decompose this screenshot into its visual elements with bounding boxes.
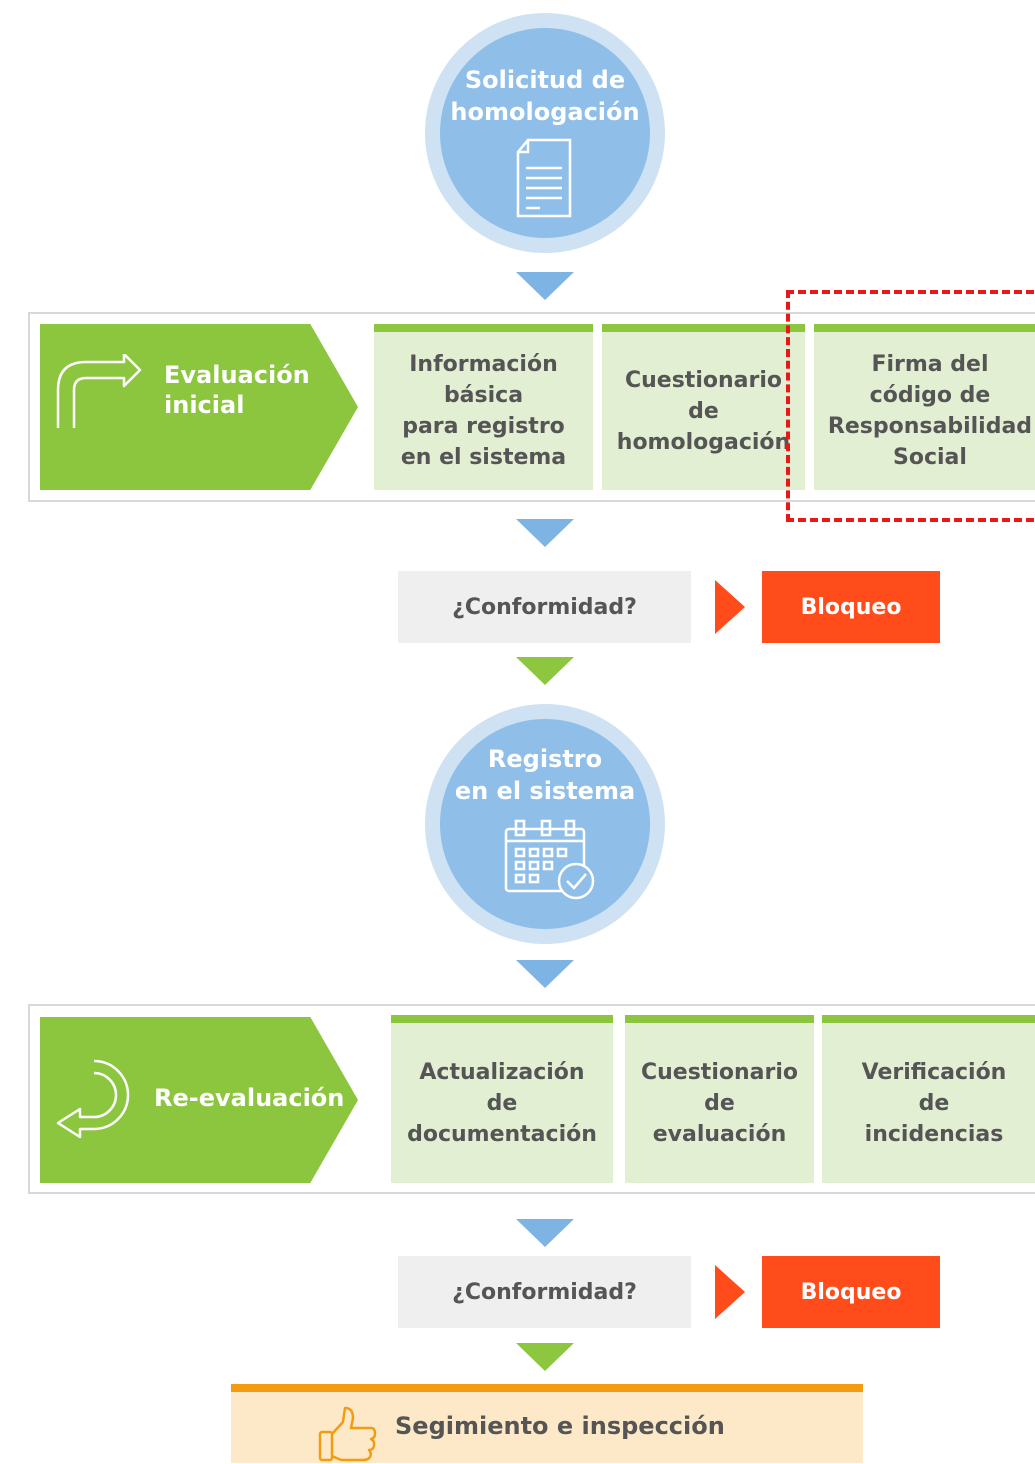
calendar-check-icon — [504, 819, 595, 900]
flow-arrow-2 — [516, 519, 574, 547]
turn-right-arrow-icon — [56, 354, 142, 428]
follow-up-label: Segimiento e inspección — [395, 1412, 725, 1440]
step-documentation-update: Actualización de documentación — [391, 1015, 613, 1183]
follow-up-box: Segimiento e inspección — [231, 1384, 863, 1463]
step-social-responsibility-code: Firma del código de Responsabilidad Soci… — [814, 324, 1035, 490]
flow-arrow-3 — [516, 657, 574, 685]
highlight-box — [786, 290, 1035, 522]
document-icon — [516, 138, 572, 218]
request-title: Solicitud de homologación — [450, 66, 640, 126]
request-node: Solicitud de homologación — [440, 28, 650, 238]
conformity-question-1: ¿Conformidad? — [398, 571, 691, 643]
thumbs-up-icon — [318, 1406, 377, 1462]
flow-arrow-1 — [516, 272, 574, 300]
block-arrow-2 — [715, 1265, 745, 1319]
block-arrow-1 — [715, 580, 745, 634]
step-basic-info: Información básica para registro en el s… — [374, 324, 593, 490]
flow-arrow-5 — [516, 1219, 574, 1247]
reevaluation-chevron: Re-evaluación — [40, 1017, 358, 1183]
registration-title: Registro en el sistema — [454, 745, 636, 805]
flow-arrow-6 — [516, 1343, 574, 1371]
step-evaluation-questionnaire: Cuestionario de evaluación — [625, 1015, 814, 1183]
step-incident-verification: Verificación de incidencias — [822, 1015, 1035, 1183]
reevaluation-label: Re-evaluación — [154, 1084, 345, 1112]
conformity-question-2: ¿Conformidad? — [398, 1256, 691, 1328]
initial-evaluation-chevron: Evaluación inicial — [40, 324, 358, 490]
initial-evaluation-label: Evaluación inicial — [164, 361, 310, 419]
step-homologation-questionnaire: Cuestionario de homologación — [602, 324, 805, 490]
registration-node: Registro en el sistema — [440, 719, 650, 929]
flow-arrow-4 — [516, 960, 574, 988]
block-box-1: Bloqueo — [762, 571, 940, 643]
block-box-2: Bloqueo — [762, 1256, 940, 1328]
cycle-arrow-icon — [56, 1059, 130, 1139]
